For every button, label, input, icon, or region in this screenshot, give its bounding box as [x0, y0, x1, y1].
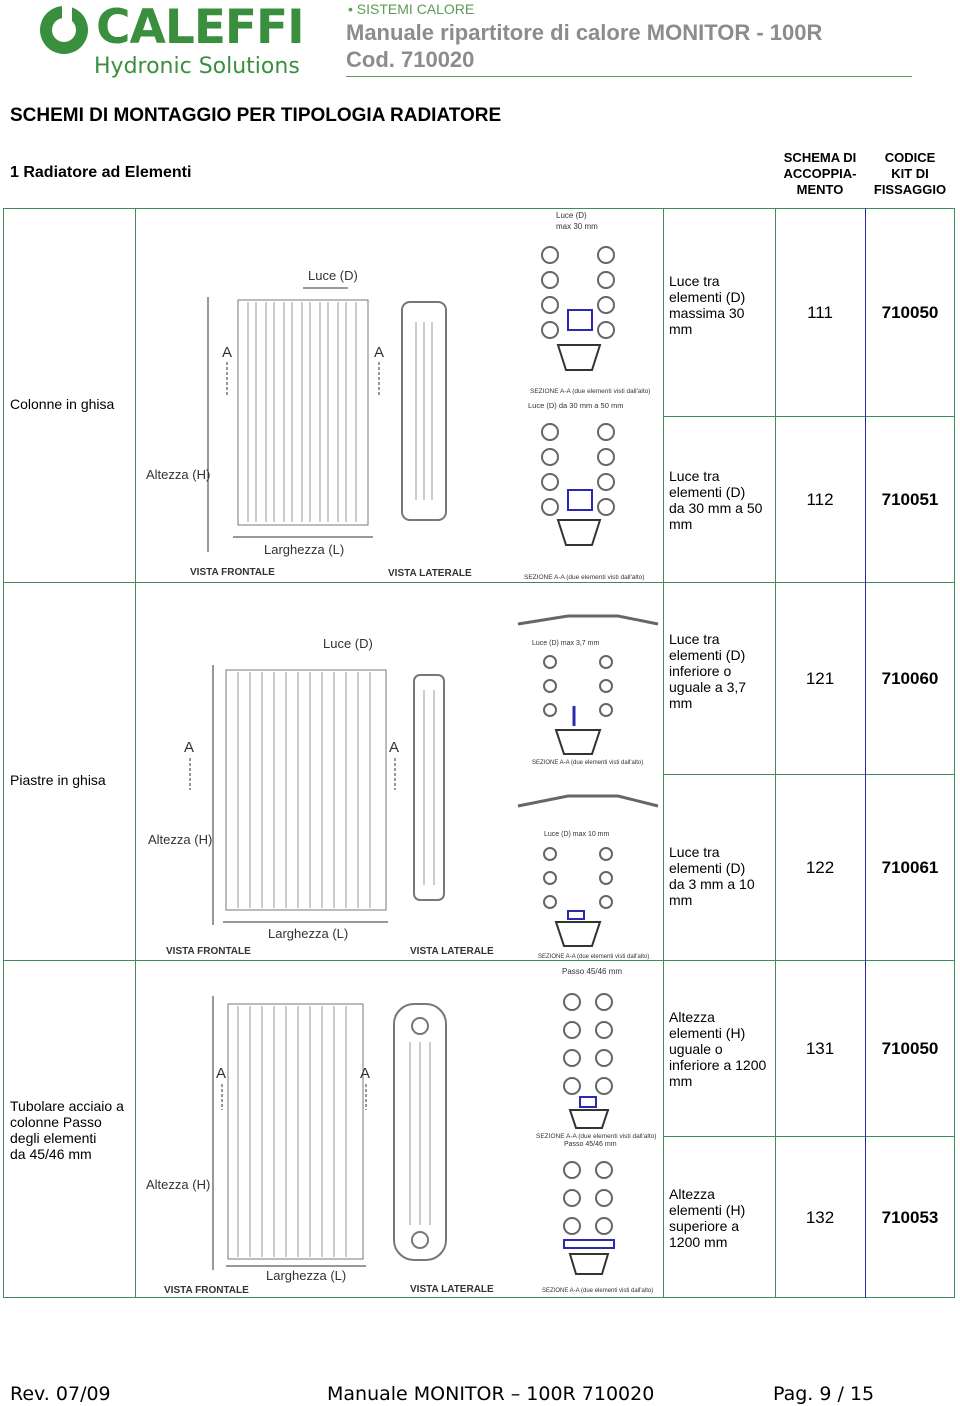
group-label-colonne-ghisa: Colonne in ghisa [10, 396, 115, 412]
row-131-schema: 131 [805, 1039, 835, 1058]
sezione-131-132-drawing: Passo 45/46 mm SEZIONE A-A (due elementi… [536, 967, 656, 1294]
altezza-label: Altezza (H) [148, 832, 212, 847]
row-131-codice: 710050 [881, 1039, 939, 1058]
row-132-codice: 710053 [881, 1208, 939, 1227]
group-divider [3, 960, 955, 961]
row-divider [663, 416, 955, 417]
group-divider [3, 582, 955, 583]
row-112-schema: 112 [806, 490, 834, 509]
luce-label: Luce (D) [323, 636, 373, 651]
luce-label: Luce (D) [556, 211, 587, 220]
tubolare-acciaio-front-side-drawing: A A Altezza (H) Larghezza (L) VISTA FRON… [146, 996, 494, 1296]
row-divider [663, 1136, 955, 1137]
page-header: CALEFFI Hydronic Solutions • SISTEMI CAL… [0, 0, 960, 80]
section-mark: A [216, 1065, 226, 1082]
footer-manual: Manuale MONITOR – 100R 710020 [327, 1383, 655, 1405]
larghezza-label: Larghezza (L) [264, 542, 344, 557]
column-divider [775, 208, 776, 1298]
row-divider [663, 774, 955, 775]
larghezza-label: Larghezza (L) [268, 926, 348, 941]
table-border [3, 208, 955, 209]
header-section: • SISTEMI CALORE [348, 1, 475, 17]
brand-name: CALEFFI [96, 0, 305, 55]
footer-revision: Rev. 07/09 [10, 1383, 111, 1405]
sezione-label: SEZIONE A-A (due elementi visti dall'alt… [538, 954, 649, 960]
sezione-label: SEZIONE A-A (due elementi visti dall'alt… [542, 1288, 653, 1294]
altezza-label: Altezza (H) [146, 1177, 210, 1192]
section-mark: A [184, 739, 194, 756]
header-code: Cod. 710020 [346, 47, 475, 72]
sezione-121-122-drawing: Luce (D) max 3,7 mm SEZIONE A-A (due ele… [517, 614, 659, 960]
footer-page: Pag. 9 / 15 [773, 1383, 875, 1405]
section-mark: A [389, 739, 399, 756]
sezione-label: SEZIONE A-A (due elementi visti dall'alt… [524, 574, 644, 581]
column-divider [865, 208, 866, 1298]
vista-frontale-label: VISTA FRONTALE [190, 567, 275, 578]
row-122-schema: 122 [805, 858, 835, 877]
caleffi-logo-icon [40, 6, 88, 54]
sezione-111-112-drawing: Luce (D) max 30 mm SEZIONE A-A (due elem… [524, 211, 650, 581]
column-divider [135, 208, 136, 1298]
mounting-table [3, 208, 955, 1298]
row-121-schema: 121 [805, 669, 835, 688]
column-divider [3, 208, 4, 1298]
row-112-codice: 710051 [881, 490, 939, 509]
vista-laterale-label: VISTA LATERALE [388, 568, 472, 579]
row-111-schema: 111 [807, 303, 833, 322]
column-divider [663, 208, 664, 1298]
group-label-piastre-ghisa: Piastre in ghisa [10, 772, 106, 788]
altezza-label: Altezza (H) [146, 467, 210, 482]
luce-max30-label: max 30 mm [556, 222, 598, 231]
table-border [3, 1297, 955, 1298]
row-121-codice: 710060 [881, 669, 939, 688]
column-divider [954, 208, 955, 1298]
section-title: 1 Radiatore ad Elementi [10, 164, 192, 181]
colonne-ghisa-front-side-drawing: Luce (D) A A Altezza (H) Larghezza (L) V… [146, 268, 472, 579]
sezione-label: SEZIONE A-A (due elementi visti dall'alt… [530, 388, 650, 395]
sezione-label: SEZIONE A-A (due elementi visti dall'alt… [532, 760, 643, 766]
larghezza-label: Larghezza (L) [266, 1268, 346, 1283]
header-divider [346, 76, 912, 77]
row-111-codice: 710050 [881, 303, 939, 322]
section-mark: A [360, 1065, 370, 1082]
vista-laterale-label: VISTA LATERALE [410, 1284, 494, 1295]
row-132-schema: 132 [805, 1208, 835, 1227]
section-mark: A [222, 344, 232, 361]
row-122-codice: 710061 [881, 858, 939, 877]
luce-label: Luce (D) [308, 268, 358, 283]
section-mark: A [374, 344, 384, 361]
vista-laterale-label: VISTA LATERALE [410, 946, 494, 957]
sezione-label: SEZIONE A-A (due elementi visti dall'alt… [536, 1133, 656, 1140]
luce-30-50-label: Luce (D) da 30 mm a 50 mm [528, 401, 623, 410]
luce-37-label: Luce (D) max 3,7 mm [532, 640, 599, 647]
vista-frontale-label: VISTA FRONTALE [166, 946, 251, 957]
page-title: SCHEMI DI MONTAGGIO PER TIPOLOGIA RADIAT… [10, 105, 502, 126]
brand-subtitle: Hydronic Solutions [94, 54, 300, 79]
luce-10-label: Luce (D) max 10 mm [544, 831, 610, 838]
passo-label: Passo 45/46 mm [562, 967, 622, 976]
header-title: Manuale ripartitore di calore MONITOR - … [346, 20, 823, 45]
passo-label: Passo 45/46 mm [564, 1141, 617, 1148]
piastre-ghisa-front-side-drawing: Luce (D) A A Altezza (H) Larghezza (L) V… [148, 636, 494, 957]
vista-frontale-label: VISTA FRONTALE [164, 1285, 249, 1296]
